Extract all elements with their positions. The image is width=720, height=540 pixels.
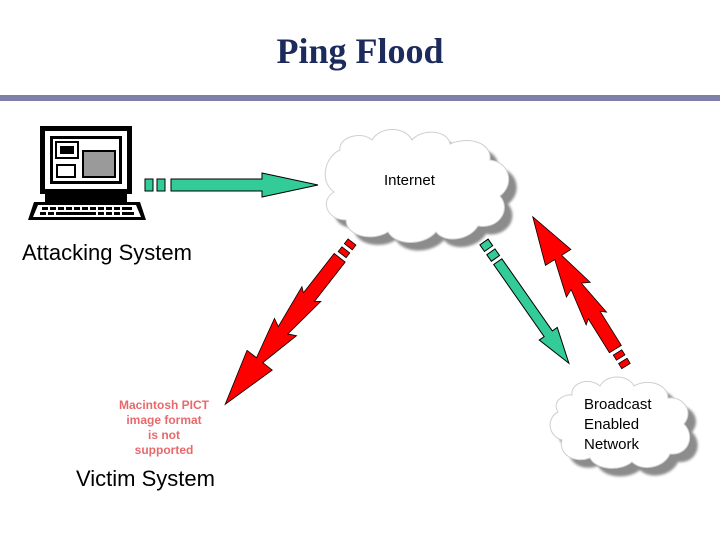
green-arrow-attacker-to-internet [144,172,319,198]
broadcast-network-label: Broadcast Enabled Network [584,395,652,455]
title-divider [0,95,720,101]
broadcast-label-line: Network [584,436,640,453]
broadcast-network-cloud-icon [549,376,698,477]
placeholder-line: image format [126,413,202,427]
internet-label: Internet [384,172,435,189]
unsupported-image-placeholder: Macintosh PICT image format is not suppo… [118,398,210,458]
broadcast-label-line: Broadcast [584,396,652,413]
attacker-computer-icon [28,126,146,220]
slide-title: Ping Flood [276,31,444,71]
internet-cloud-icon [324,129,517,251]
broadcast-label-line: Enabled [584,416,640,433]
placeholder-line: Macintosh PICT [118,398,209,412]
red-arrow-network-to-internet [532,215,631,370]
red-arrow-internet-to-victim [224,238,357,406]
green-arrow-internet-to-network [479,238,570,365]
placeholder-line: is not supported [134,428,194,457]
victim-system-label: Victim System [76,466,215,491]
attacking-system-label: Attacking System [22,240,192,265]
